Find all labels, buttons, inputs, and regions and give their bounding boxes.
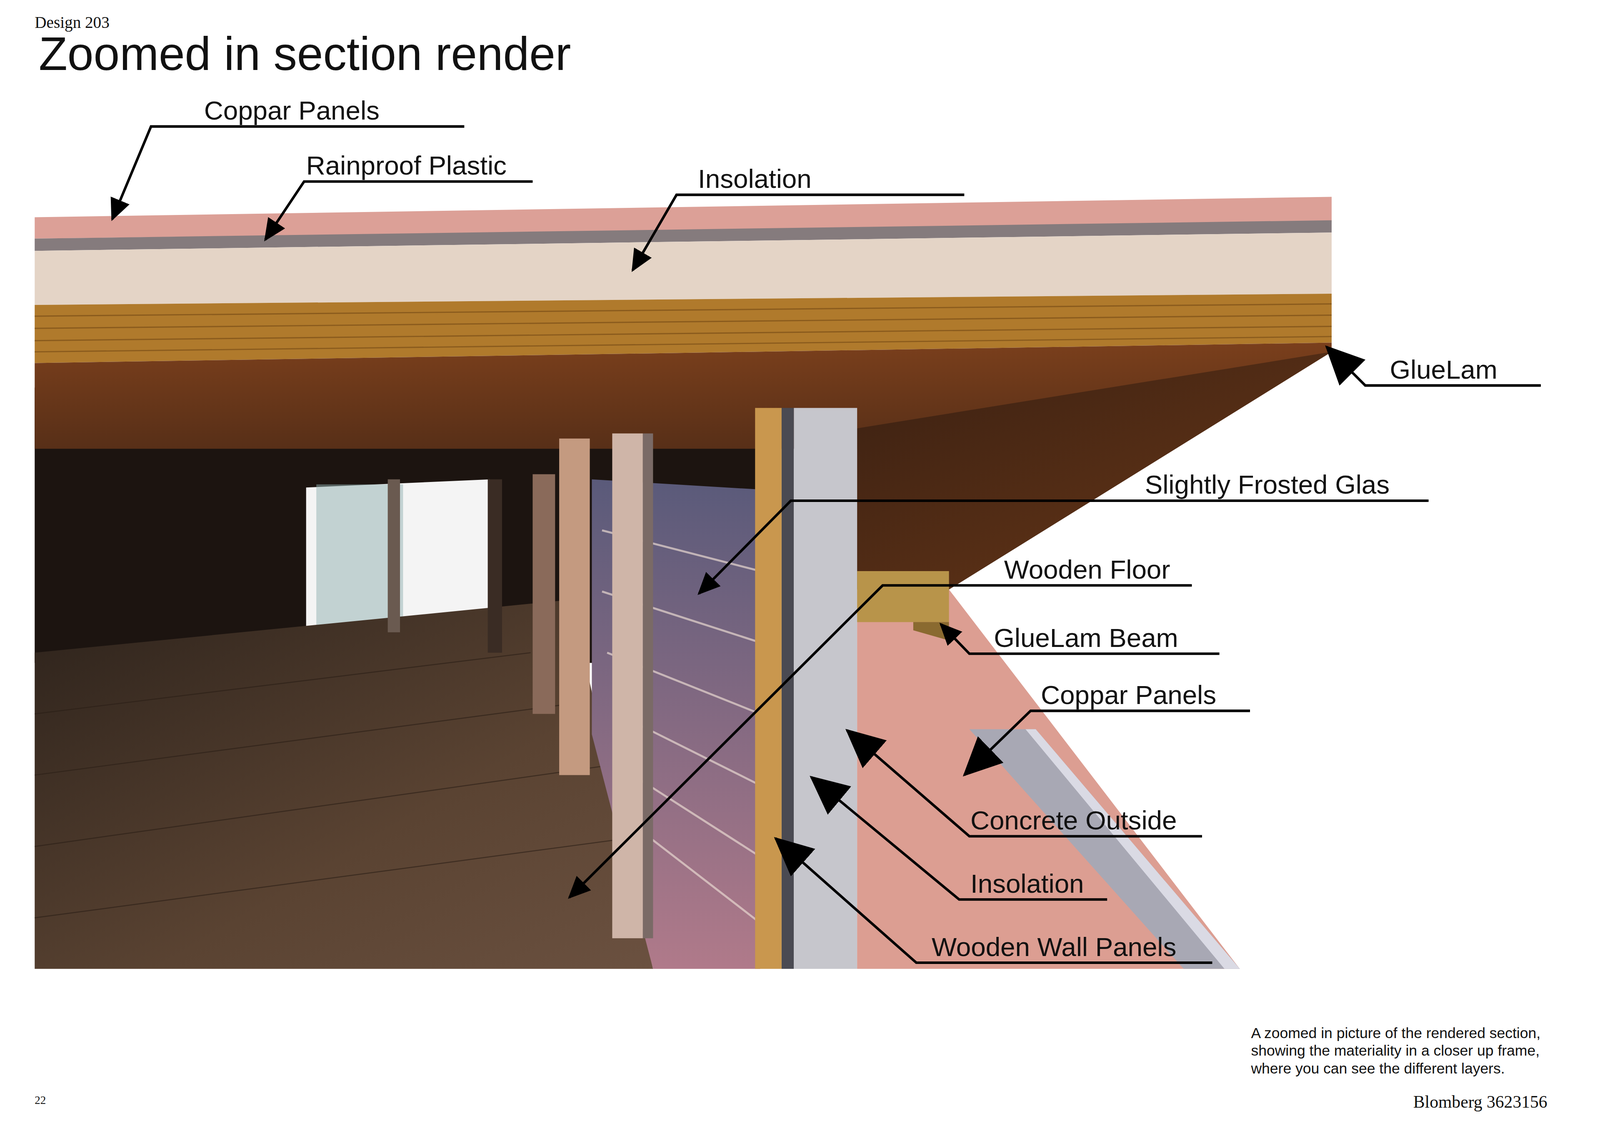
material-label: GlueLam Beam (993, 624, 1178, 652)
caption-note: A zoomed in picture of the rendered sect… (1250, 1024, 1563, 1078)
material-label: Insolation (970, 870, 1085, 898)
page-title: Zoomed in section render (38, 30, 571, 78)
material-label: Coppar Panels (204, 97, 380, 124)
material-label: Insolation (697, 165, 812, 193)
material-label: Concrete Outside (970, 807, 1177, 834)
author-id: Blomberg 3623156 (1413, 1093, 1548, 1112)
material-label: Wooden Wall Panels (931, 933, 1177, 961)
material-label: Wooden Floor (1004, 556, 1171, 583)
material-label: Slightly Frosted Glas (1145, 471, 1390, 498)
design-number: Design 203 (34, 14, 110, 31)
material-label: Coppar Panels (1040, 681, 1217, 709)
material-label: Rainproof Plastic (306, 152, 507, 179)
page-number: 22 (34, 1095, 46, 1107)
material-label: GlueLam (1390, 356, 1498, 383)
